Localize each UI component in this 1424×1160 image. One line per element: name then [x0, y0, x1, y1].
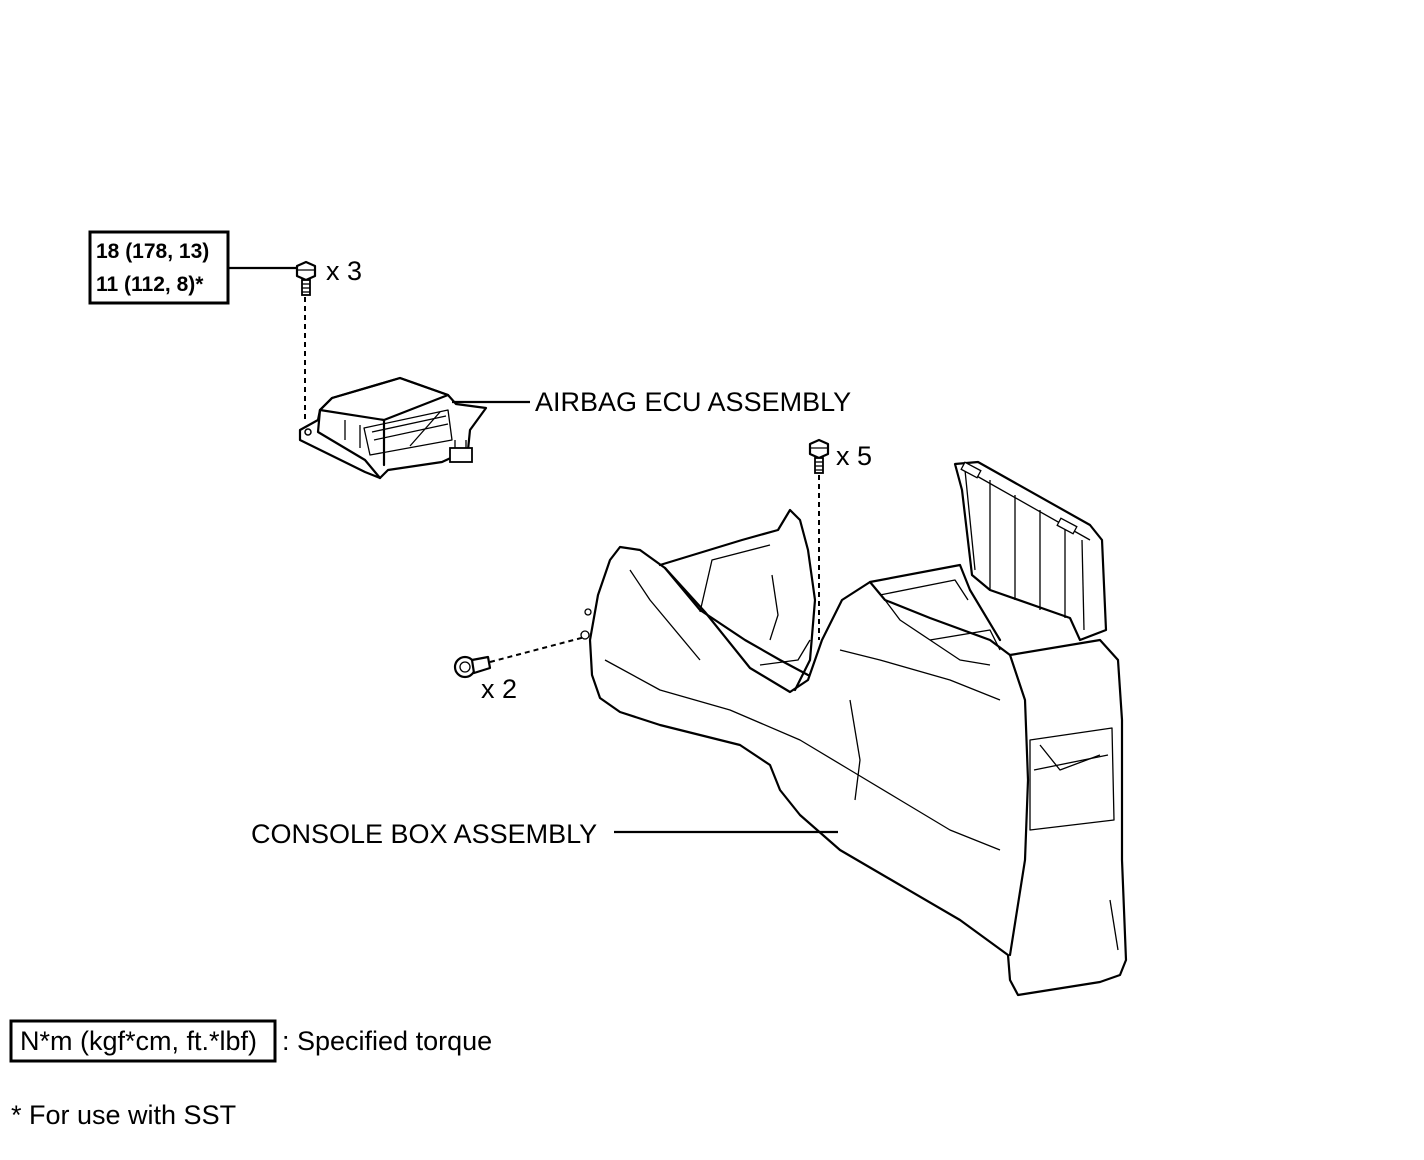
ecu-bolt-icon [295, 260, 317, 296]
sst-footnote: * For use with SST [11, 1100, 236, 1130]
torque-unit-description: : Specified torque [282, 1026, 492, 1056]
console-bolt-icon [808, 438, 830, 474]
ecu-bolt-quantity: x 3 [326, 256, 362, 286]
torque-spec-box: 18 (178, 13) 11 (112, 8)* [88, 230, 298, 305]
side-clip-dashed-guide [489, 636, 586, 663]
airbag-ecu-drawing [298, 376, 488, 480]
side-clip-quantity: x 2 [481, 674, 517, 704]
console-box-drawing [580, 460, 1128, 997]
torque-unit-box-text: N*m (kgf*cm, ft.*lbf) [20, 1026, 257, 1056]
airbag-ecu-label: AIRBAG ECU ASSEMBLY [535, 387, 851, 417]
torque-unit-legend: N*m (kgf*cm, ft.*lbf) : Specified torque [9, 1019, 492, 1063]
torque-value-standard: 18 (178, 13) [96, 240, 209, 263]
console-box-label: CONSOLE BOX ASSEMBLY [251, 819, 597, 849]
torque-value-sst: 11 (112, 8)* [96, 273, 204, 296]
console-bolt-quantity: x 5 [836, 441, 872, 471]
side-clip-icon [453, 655, 492, 679]
